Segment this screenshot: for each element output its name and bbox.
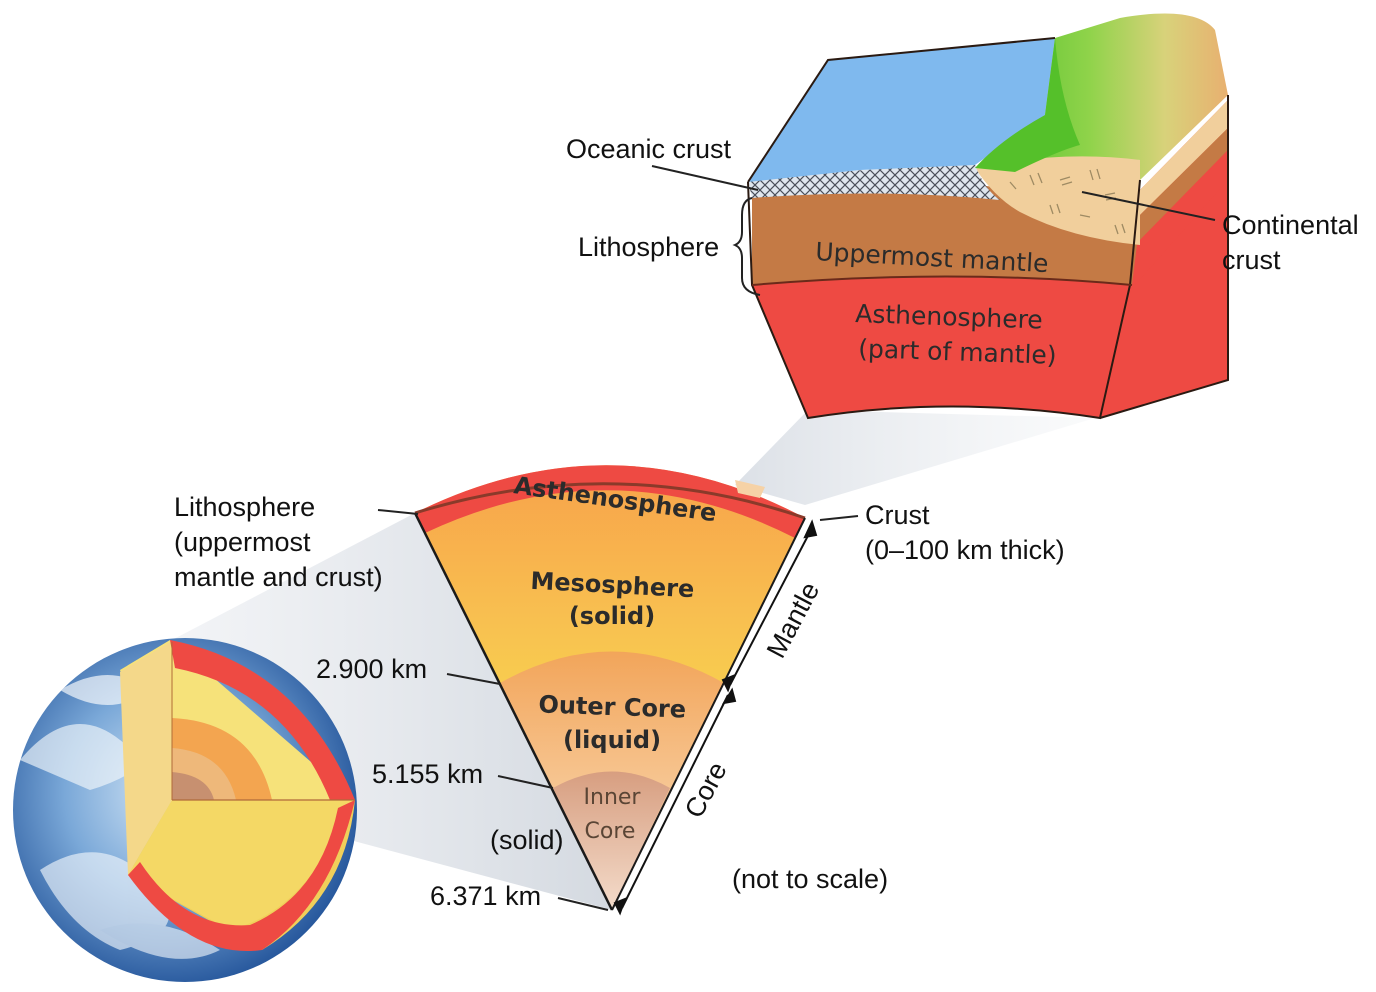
inner-core-label-line2: Core: [585, 819, 636, 844]
core-label: Core: [679, 757, 733, 823]
lithosphere-label-line2: (uppermost: [174, 527, 311, 557]
continental-crust-label-line2: crust: [1222, 245, 1281, 275]
core-arrow: [613, 687, 737, 916]
continental-crust-label-line1: Continental: [1222, 210, 1359, 240]
inner-core-label-line1: Inner: [584, 785, 642, 810]
globe-cutaway: [13, 638, 357, 982]
lithosphere-label-line1: Lithosphere: [174, 492, 315, 522]
outer-core-liquid-label: (liquid): [563, 726, 661, 754]
zoom-beam-lower: [172, 513, 612, 910]
block-lithosphere-label: Lithosphere: [578, 232, 719, 262]
lithosphere-leader: [377, 509, 419, 515]
block-asthenosphere-label: Asthenosphere: [855, 299, 1043, 335]
mesosphere-solid-label: (solid): [569, 602, 655, 630]
depth-label-3: 6.371 km: [430, 881, 541, 911]
lithosphere-label-line3: mantle and crust): [174, 562, 383, 592]
lithosphere-brace: [732, 197, 761, 296]
oceanic-crust-leader: [651, 165, 759, 191]
depth-label-1: 2.900 km: [316, 654, 427, 684]
mantle-arrow: [721, 519, 818, 693]
continental-crust-leader: [1081, 191, 1216, 221]
depth-leader-2: [497, 775, 554, 789]
not-to-scale-label: (not to scale): [732, 864, 888, 894]
crust-block: [747, 13, 1229, 420]
block-part-of-mantle-label: (part of mantle): [858, 334, 1057, 370]
inner-core-solid-label: (solid): [490, 825, 564, 855]
depth-leader-3: [557, 897, 609, 911]
outer-core-label: Outer Core: [538, 690, 687, 723]
earth-wedge: [413, 465, 806, 911]
crust-leader: [819, 515, 859, 521]
depth-label-2: 5.155 km: [372, 759, 483, 789]
oceanic-crust-label: Oceanic crust: [566, 134, 732, 164]
crust-label: Crust: [865, 500, 930, 530]
zoom-beam-upper: [735, 410, 1095, 505]
crust-thickness-label: (0–100 km thick): [865, 535, 1065, 565]
depth-leader-1: [446, 673, 501, 685]
